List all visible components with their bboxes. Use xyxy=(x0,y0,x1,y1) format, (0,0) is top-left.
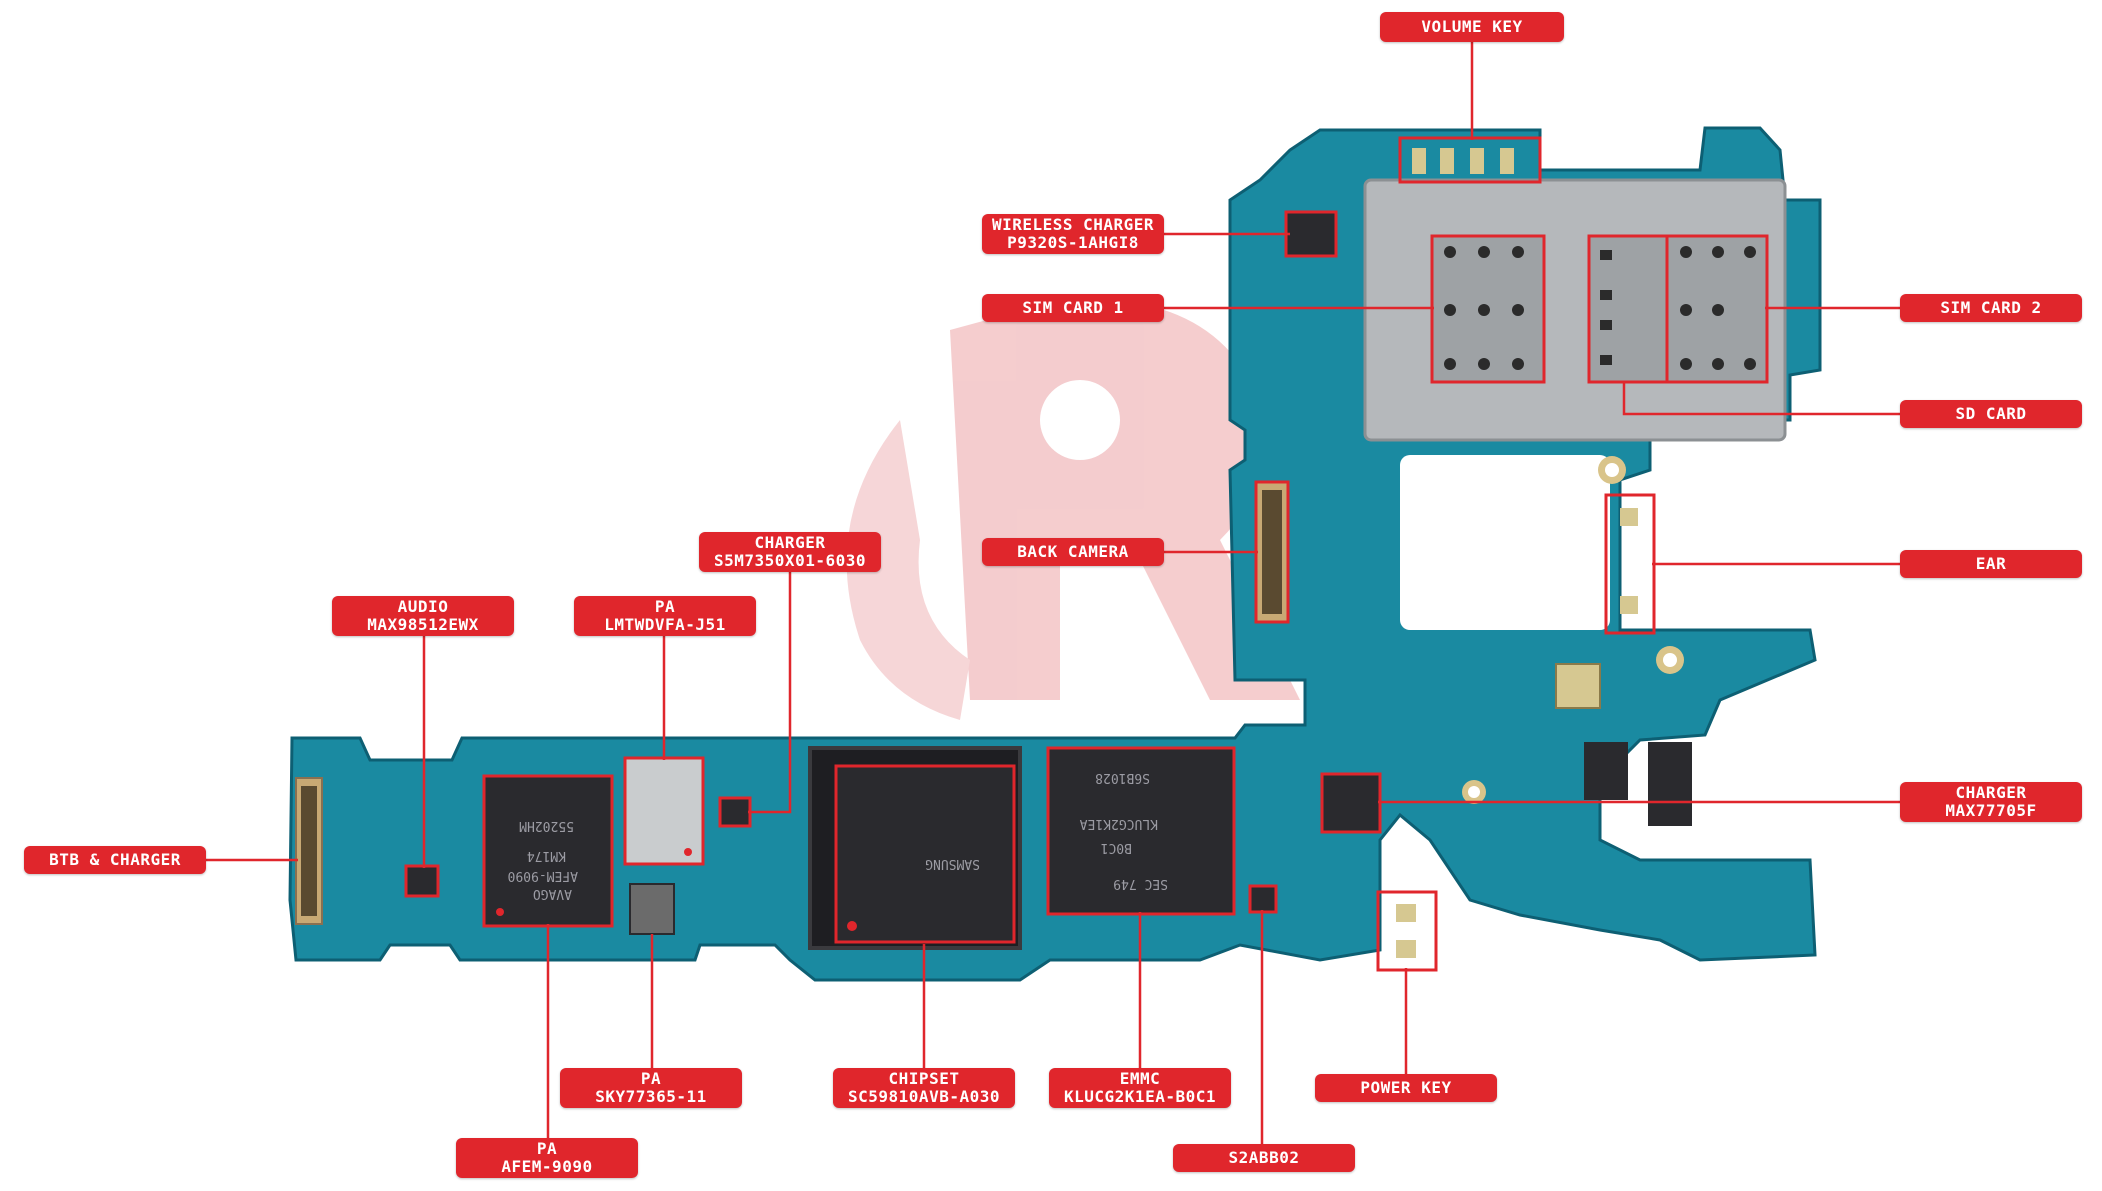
label-wireless-charger-line1: WIRELESS CHARGER xyxy=(991,215,1155,234)
label-sd-card: SD CARD xyxy=(1900,400,2082,428)
label-pa-lmt-line2: LMTWDVFA-J51 xyxy=(604,615,726,634)
label-pa-afem-line2: AFEM-9090 xyxy=(501,1157,593,1176)
label-volume-key: VOLUME KEY xyxy=(1380,12,1564,42)
btb-connector xyxy=(295,777,323,925)
label-wireless-charger-line2: P9320S-1AHGI8 xyxy=(1007,233,1139,252)
afem-marking-1: AVAGO xyxy=(533,886,572,901)
label-sd-card-text: SD CARD xyxy=(1955,404,2027,423)
chipset-marking-1: SAMSUNG xyxy=(925,856,980,871)
afem-marking-3: KM174 xyxy=(527,848,566,863)
afem-marking-2: AFEM-9090 xyxy=(508,868,578,883)
ic-right-1 xyxy=(1584,742,1628,800)
label-pa-sky-line2: SKY77365-11 xyxy=(595,1087,707,1106)
leader-charger-s5m xyxy=(748,572,792,814)
label-chipset-line1: CHIPSET xyxy=(888,1069,960,1088)
label-ear: EAR xyxy=(1900,550,2082,578)
chipset-chip xyxy=(808,746,1022,950)
label-chipset-line2: SC59810AVB-A030 xyxy=(848,1087,1000,1106)
label-sim-card-2: SIM CARD 2 xyxy=(1900,294,2082,322)
label-audio: AUDIO MAX98512EWX xyxy=(332,596,514,636)
label-pa-afem-line1: PA xyxy=(536,1139,558,1158)
label-emmc-line2: KLUCG2K1EA-B0C1 xyxy=(1064,1087,1216,1106)
label-sim-card-1-text: SIM CARD 1 xyxy=(1022,298,1124,317)
volume-key-pads xyxy=(1398,136,1542,184)
charger-max-chip xyxy=(1320,772,1382,834)
sim-shield xyxy=(1363,178,1787,442)
label-sim-card-1: SIM CARD 1 xyxy=(982,294,1164,322)
pa-lmt-shield xyxy=(623,756,705,866)
emmc-marking-1: S6B1028 xyxy=(1095,770,1150,785)
label-charger-max-line1: CHARGER xyxy=(1955,783,2027,802)
watermark-logo xyxy=(846,299,1300,720)
label-pa-afem: PA AFEM-9090 xyxy=(456,1138,638,1178)
ic-right-2 xyxy=(1648,742,1692,826)
pa-sky-chip xyxy=(629,883,675,935)
wireless-charger-chip xyxy=(1284,210,1338,258)
leader-sd-card xyxy=(1622,382,1900,416)
s2abb02-chip xyxy=(1248,884,1278,914)
leader-lines xyxy=(206,42,1900,1144)
charger-s5m-chip xyxy=(718,796,752,828)
label-charger-s5m: CHARGER S5M7350X01-6030 xyxy=(699,532,881,572)
label-s2abb02-text: S2ABB02 xyxy=(1228,1148,1300,1167)
label-power-key-text: POWER KEY xyxy=(1360,1078,1452,1097)
label-back-camera: BACK CAMERA xyxy=(982,538,1164,566)
label-wireless-charger: WIRELESS CHARGER P9320S-1AHGI8 xyxy=(982,214,1164,254)
label-charger-max-line2: MAX77705F xyxy=(1945,801,2037,820)
label-charger-s5m-line2: S5M7350X01-6030 xyxy=(714,551,866,570)
afem-marking-4: 55202HM xyxy=(519,818,574,833)
label-pa-lmt-line1: PA xyxy=(654,597,676,616)
label-pa-lmt: PA LMTWDVFA-J51 xyxy=(574,596,756,636)
back-camera-connector xyxy=(1254,480,1290,624)
label-chipset: CHIPSET SC59810AVB-A030 xyxy=(833,1068,1015,1108)
emmc-marking-3: B0C1 xyxy=(1101,840,1132,855)
label-ear-text: EAR xyxy=(1975,554,2007,573)
label-audio-line2: MAX98512EWX xyxy=(367,615,479,634)
label-btb-charger: BTB & CHARGER xyxy=(24,846,206,874)
label-btb-charger-text: BTB & CHARGER xyxy=(49,850,181,869)
label-power-key: POWER KEY xyxy=(1315,1074,1497,1102)
label-pa-sky: PA SKY77365-11 xyxy=(560,1068,742,1108)
label-s2abb02: S2ABB02 xyxy=(1173,1144,1355,1172)
label-pa-sky-line1: PA xyxy=(640,1069,662,1088)
label-charger-max: CHARGER MAX77705F xyxy=(1900,782,2082,822)
emmc-marking-2: KLUCG2K1EA xyxy=(1080,816,1158,831)
label-emmc-line1: EMMC xyxy=(1119,1069,1161,1088)
power-key-pads xyxy=(1376,890,1438,972)
label-volume-key-text: VOLUME KEY xyxy=(1421,17,1523,36)
audio-chip xyxy=(404,864,440,898)
label-charger-s5m-line1: CHARGER xyxy=(754,533,826,552)
label-sim-card-2-text: SIM CARD 2 xyxy=(1940,298,2042,317)
label-audio-line1: AUDIO xyxy=(397,597,449,616)
label-emmc: EMMC KLUCG2K1EA-B0C1 xyxy=(1049,1068,1231,1108)
emmc-marking-4: SEC 749 xyxy=(1113,876,1168,891)
qr-code xyxy=(1555,663,1601,709)
label-back-camera-text: BACK CAMERA xyxy=(1017,542,1129,561)
